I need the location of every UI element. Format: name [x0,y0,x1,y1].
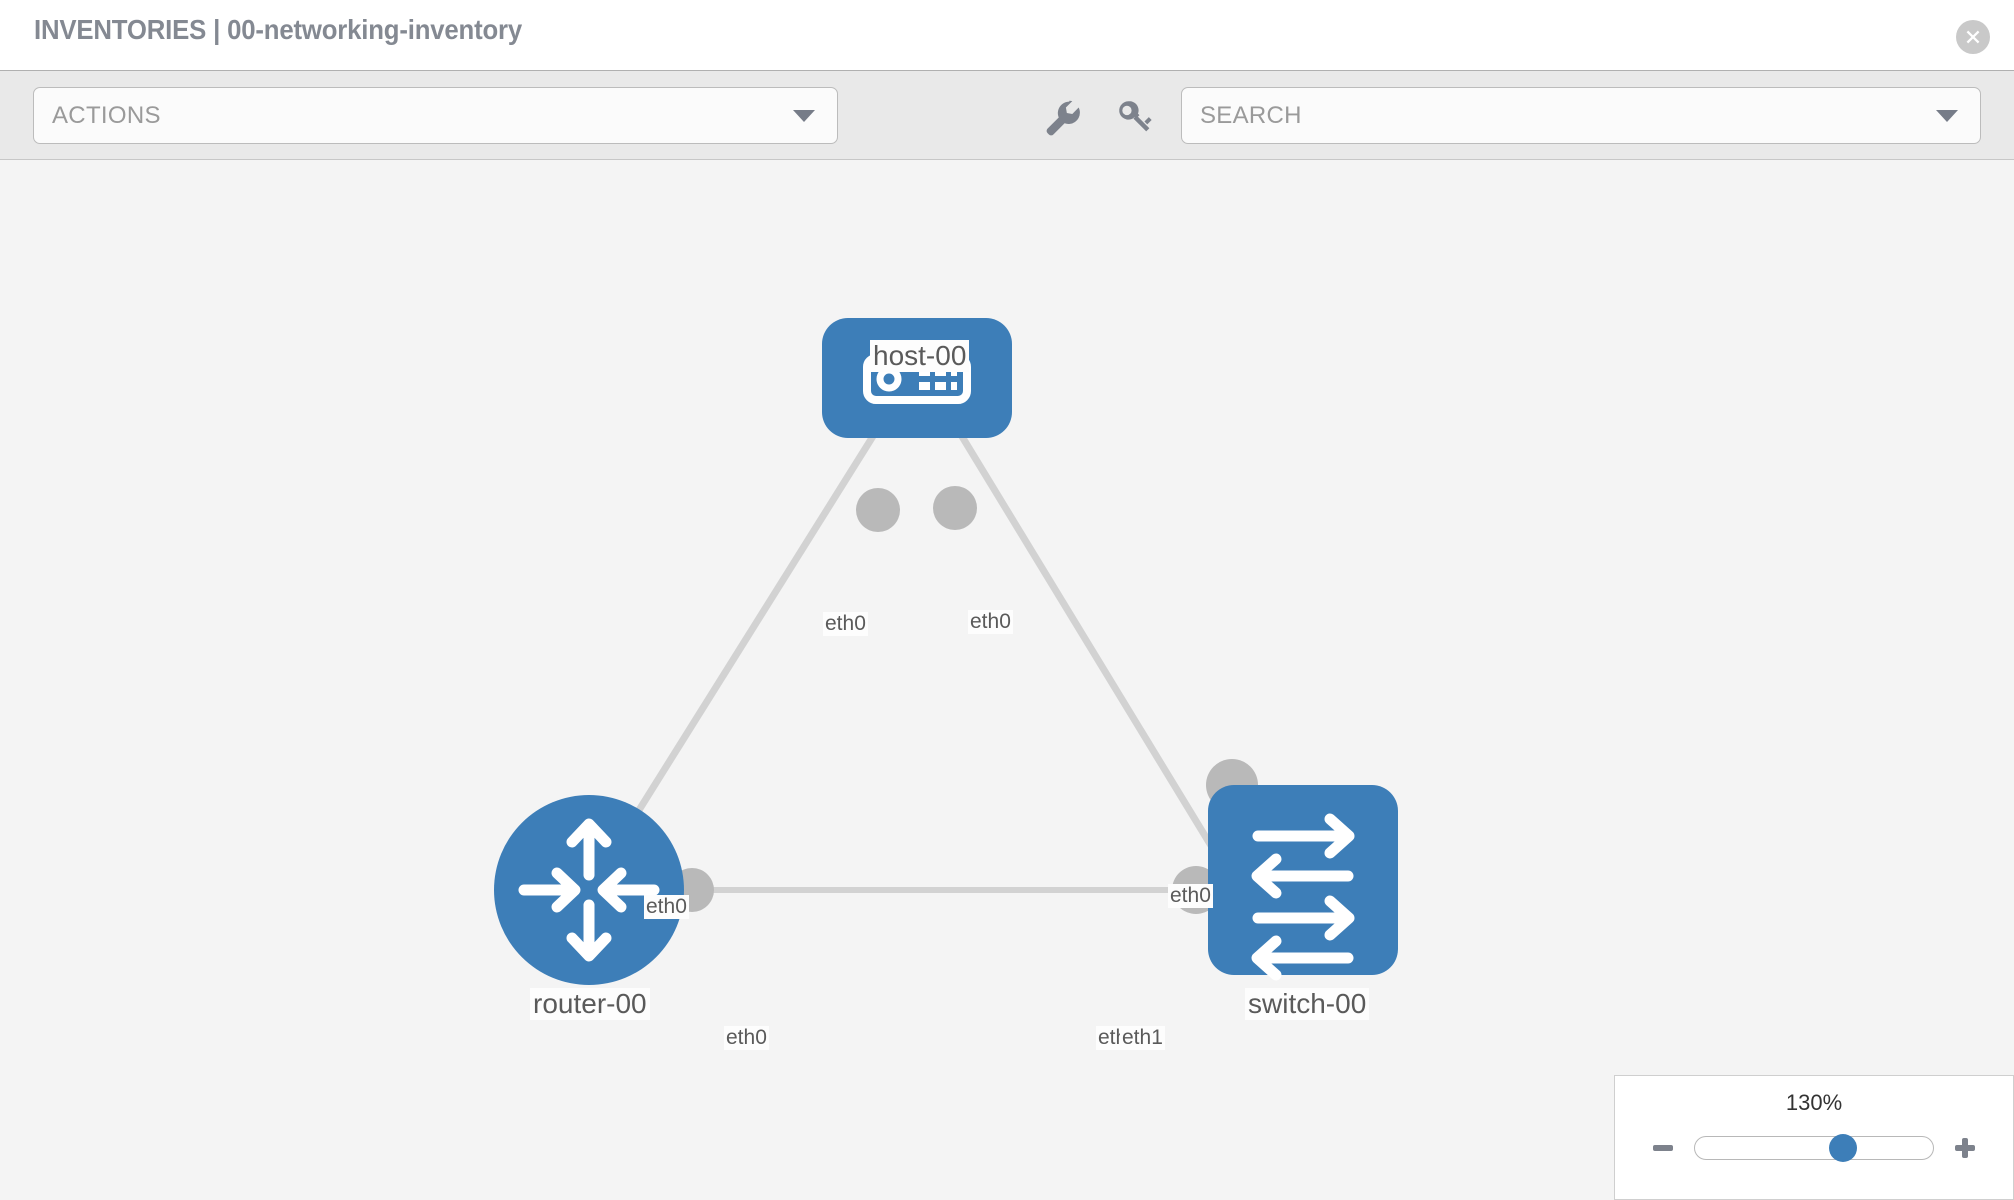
node-label-switch: switch-00 [1245,988,1370,1021]
actions-dropdown[interactable]: ACTIONS [33,87,838,144]
node-host-00[interactable] [822,318,1012,438]
iface-dot-host-left[interactable] [856,488,900,532]
topology-graph [494,318,1398,985]
iface-label: eth0 [823,612,868,637]
topology-canvas[interactable]: host-00 router-00 switch-00 eth0 eth0 et… [0,160,2014,1200]
iface-label: eth1 [1120,1026,1165,1051]
link-host-switch[interactable] [952,423,1241,892]
iface-label: eth0 [968,610,1013,635]
iface-label: eth0 [1168,884,1213,909]
minus-glyph [1653,1145,1673,1151]
node-label-router: router-00 [530,988,650,1021]
chevron-down-icon [793,109,815,122]
chevron-down-icon[interactable] [1936,109,1958,122]
minus-icon[interactable] [1648,1133,1678,1163]
key-icon[interactable] [1113,95,1157,139]
zoom-slider-track[interactable] [1694,1134,1934,1162]
actions-dropdown-label: ACTIONS [52,101,161,129]
wrench-icon[interactable] [1039,95,1083,139]
page-title: INVENTORIES | 00-networking-inventory [34,14,523,45]
iface-label: eth0 [644,895,689,920]
toolbar: ACTIONS SEARCH [0,70,2014,160]
page-header: INVENTORIES | 00-networking-inventory [0,0,2014,70]
close-icon[interactable] [1956,20,1990,54]
search-placeholder: SEARCH [1200,101,1302,129]
zoom-percent-label: 130% [1785,1090,1843,1115]
search-input[interactable]: SEARCH [1181,87,1981,144]
key-glyph [1119,101,1152,132]
topology-links [586,423,1241,893]
close-x-glyph [1966,30,1980,44]
interface-endpoints [670,486,1258,914]
plus-glyph [1955,1138,1975,1158]
zoom-control: 130% [1614,1075,2014,1200]
iface-label: eth0 [724,1026,769,1051]
node-label-host: host-00 [870,340,970,373]
zoom-slider-thumb[interactable] [1828,1134,1857,1162]
node-switch-00[interactable] [1208,785,1398,981]
router-arrows-icon [518,818,660,962]
wrench-glyph [1046,100,1080,136]
plus-icon[interactable] [1950,1133,1980,1163]
node-router-00[interactable] [494,795,684,985]
iface-dot-host-right[interactable] [933,486,977,530]
switch-arrows-icon [1251,813,1355,981]
